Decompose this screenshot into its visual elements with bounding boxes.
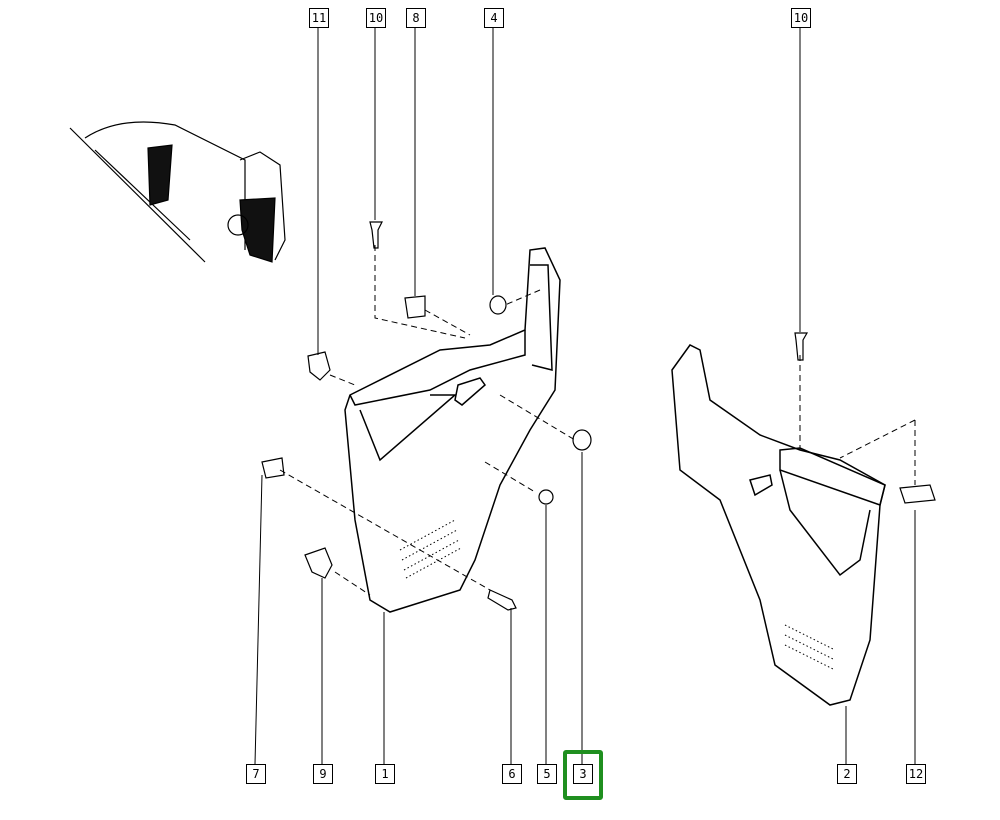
clip-11 <box>307 351 331 381</box>
dashed-guides <box>279 245 916 596</box>
door-panel-left <box>344 247 561 613</box>
callout-10-right[interactable]: 10 <box>791 8 811 28</box>
clip-12 <box>899 484 936 504</box>
leader-lines <box>254 27 916 765</box>
callout-11[interactable]: 11 <box>309 8 329 28</box>
cap-3 <box>572 429 592 451</box>
callout-10-left[interactable]: 10 <box>366 8 386 28</box>
callout-5[interactable]: 5 <box>537 764 557 784</box>
callout-8[interactable]: 8 <box>406 8 426 28</box>
screw-5 <box>538 489 554 505</box>
screw-10-right <box>794 332 809 361</box>
door-panel-right <box>671 344 886 706</box>
callout-9[interactable]: 9 <box>313 764 333 784</box>
callout-4[interactable]: 4 <box>484 8 504 28</box>
callout-2[interactable]: 2 <box>837 764 857 784</box>
callout-7[interactable]: 7 <box>246 764 266 784</box>
screw-6 <box>487 589 517 611</box>
cap-4 <box>489 295 507 315</box>
clip-7 <box>261 457 285 479</box>
highlight-box-part-3 <box>563 750 603 800</box>
callout-3[interactable]: 3 <box>573 764 593 784</box>
screw-10-left <box>369 221 383 249</box>
clip-9 <box>304 547 333 579</box>
vehicle-inset <box>69 121 286 263</box>
callout-12[interactable]: 12 <box>906 764 926 784</box>
clip-8 <box>404 295 426 319</box>
callout-6[interactable]: 6 <box>502 764 522 784</box>
callout-1[interactable]: 1 <box>375 764 395 784</box>
fasteners <box>261 221 936 611</box>
